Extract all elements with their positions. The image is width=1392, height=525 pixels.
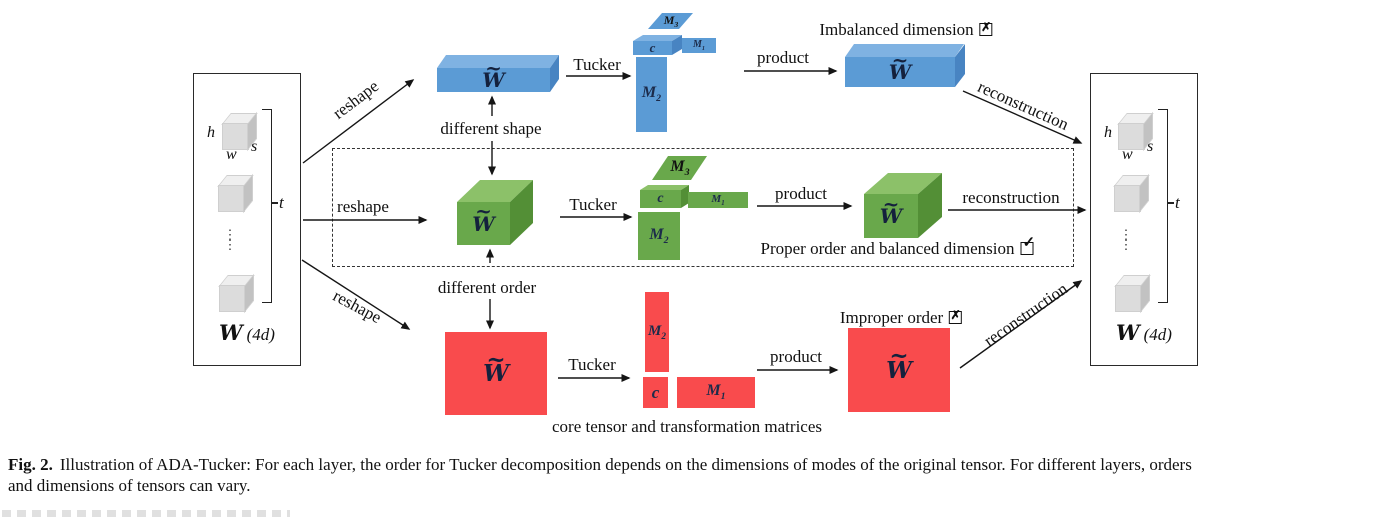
proper-path-dashed-box [332,148,1074,267]
green-m1-matrix: M1 [688,192,748,208]
t-bracket-tick [1167,202,1174,204]
core-c-label: c [651,382,660,402]
proper-order-label: Proper order and balanced dimension✓ [760,235,1036,259]
figure-caption-line2: and dimensions of tensors can vary. [8,476,251,495]
crossed-box-icon: ✗ [979,20,993,36]
reconstruction-arrow-blue [962,90,1083,144]
tensor-name: W(4d) [219,320,275,345]
tucker-label-red: Tucker [568,355,616,374]
w-tilde-label: ~W [482,55,505,92]
vertical-ellipsis: ⋮⋮ [1119,227,1133,252]
blue-m1-matrix: M1 [682,38,716,53]
core-c-label: c [649,40,656,55]
blue-m2-matrix: M2 [636,57,667,132]
kernel-cube [218,274,255,313]
w-tilde-label: ~W [483,345,509,387]
green-m3-label: M3 [670,157,690,179]
tucker-label-green: Tucker [569,195,617,214]
cropped-text-artifact [2,510,290,517]
product-label-red: product [770,347,822,366]
reshape-arrow-top [302,79,415,164]
core-c-label: c [657,191,664,206]
dim-h-label: h [1104,124,1112,141]
figure-diagram: ⋮⋮ h w s t W(4d) ⋮⋮ h w s t W(4d) [193,12,1198,436]
product-label-blue: product [757,48,809,67]
kernel-cube [1113,174,1150,213]
t-bracket [1158,109,1168,303]
blue-m3-label: M3 [663,12,679,30]
figure-caption-line1: Fig. 2.Illustration of ADA-Tucker: For e… [8,455,1192,474]
improper-order-label: Improper order✗ [839,308,963,327]
dim-s-label: s [251,138,258,155]
t-bracket-tick [271,202,278,204]
w-tilde-label: ~W [472,199,495,236]
figure-number: Fig. 2. [8,455,53,474]
imbalanced-dimension-label: Imbalanced dimension✗ [819,20,993,39]
w-tilde-label: ~W [886,342,912,384]
reconstruction-arrow-red [959,280,1083,369]
kernel-cube [1117,112,1154,151]
red-m1-matrix: M1 [677,377,755,408]
arrows-layer [301,67,1087,382]
red-core-tensor: c [643,377,668,408]
reshape-label-middle: reshape [337,197,389,216]
kernel-cube [221,112,258,151]
w-tilde-label: ~W [879,191,903,228]
red-m2-matrix: M2 [645,292,669,372]
reconstruction-label-green: reconstruction [962,188,1060,207]
core-tensor-caption: core tensor and transformation matrices [551,417,823,436]
red-product-matrix: ~W [848,328,950,412]
w-tilde-label: ~W [888,47,912,84]
input-tensor-box: ⋮⋮ h w s t W(4d) [193,73,301,366]
green-m2-matrix: M2 [638,212,680,260]
tucker-label-blue: Tucker [573,55,621,74]
dim-t-label: t [1175,193,1180,212]
product-label-green: product [775,184,827,203]
vertical-ellipsis: ⋮⋮ [223,227,237,252]
different-shape-label: different shape [440,119,542,138]
dim-w-label: w [1122,146,1133,163]
kernel-cube [1114,274,1151,313]
dim-t-label: t [279,193,284,212]
dim-h-label: h [207,124,215,141]
output-tensor-box: ⋮⋮ h w s t W(4d) [1090,73,1198,366]
different-order-label: different order [437,278,537,297]
reshape-arrow-bottom [301,259,411,330]
checked-box-icon: ✓ [1020,236,1035,255]
kernel-cube [217,174,254,213]
tensor-name: W(4d) [1116,320,1172,345]
crossed-box-icon: ✗ [949,308,963,324]
dim-w-label: w [226,146,237,163]
red-reshaped-matrix: ~W [445,332,547,415]
dim-s-label: s [1147,138,1154,155]
t-bracket [262,109,272,303]
